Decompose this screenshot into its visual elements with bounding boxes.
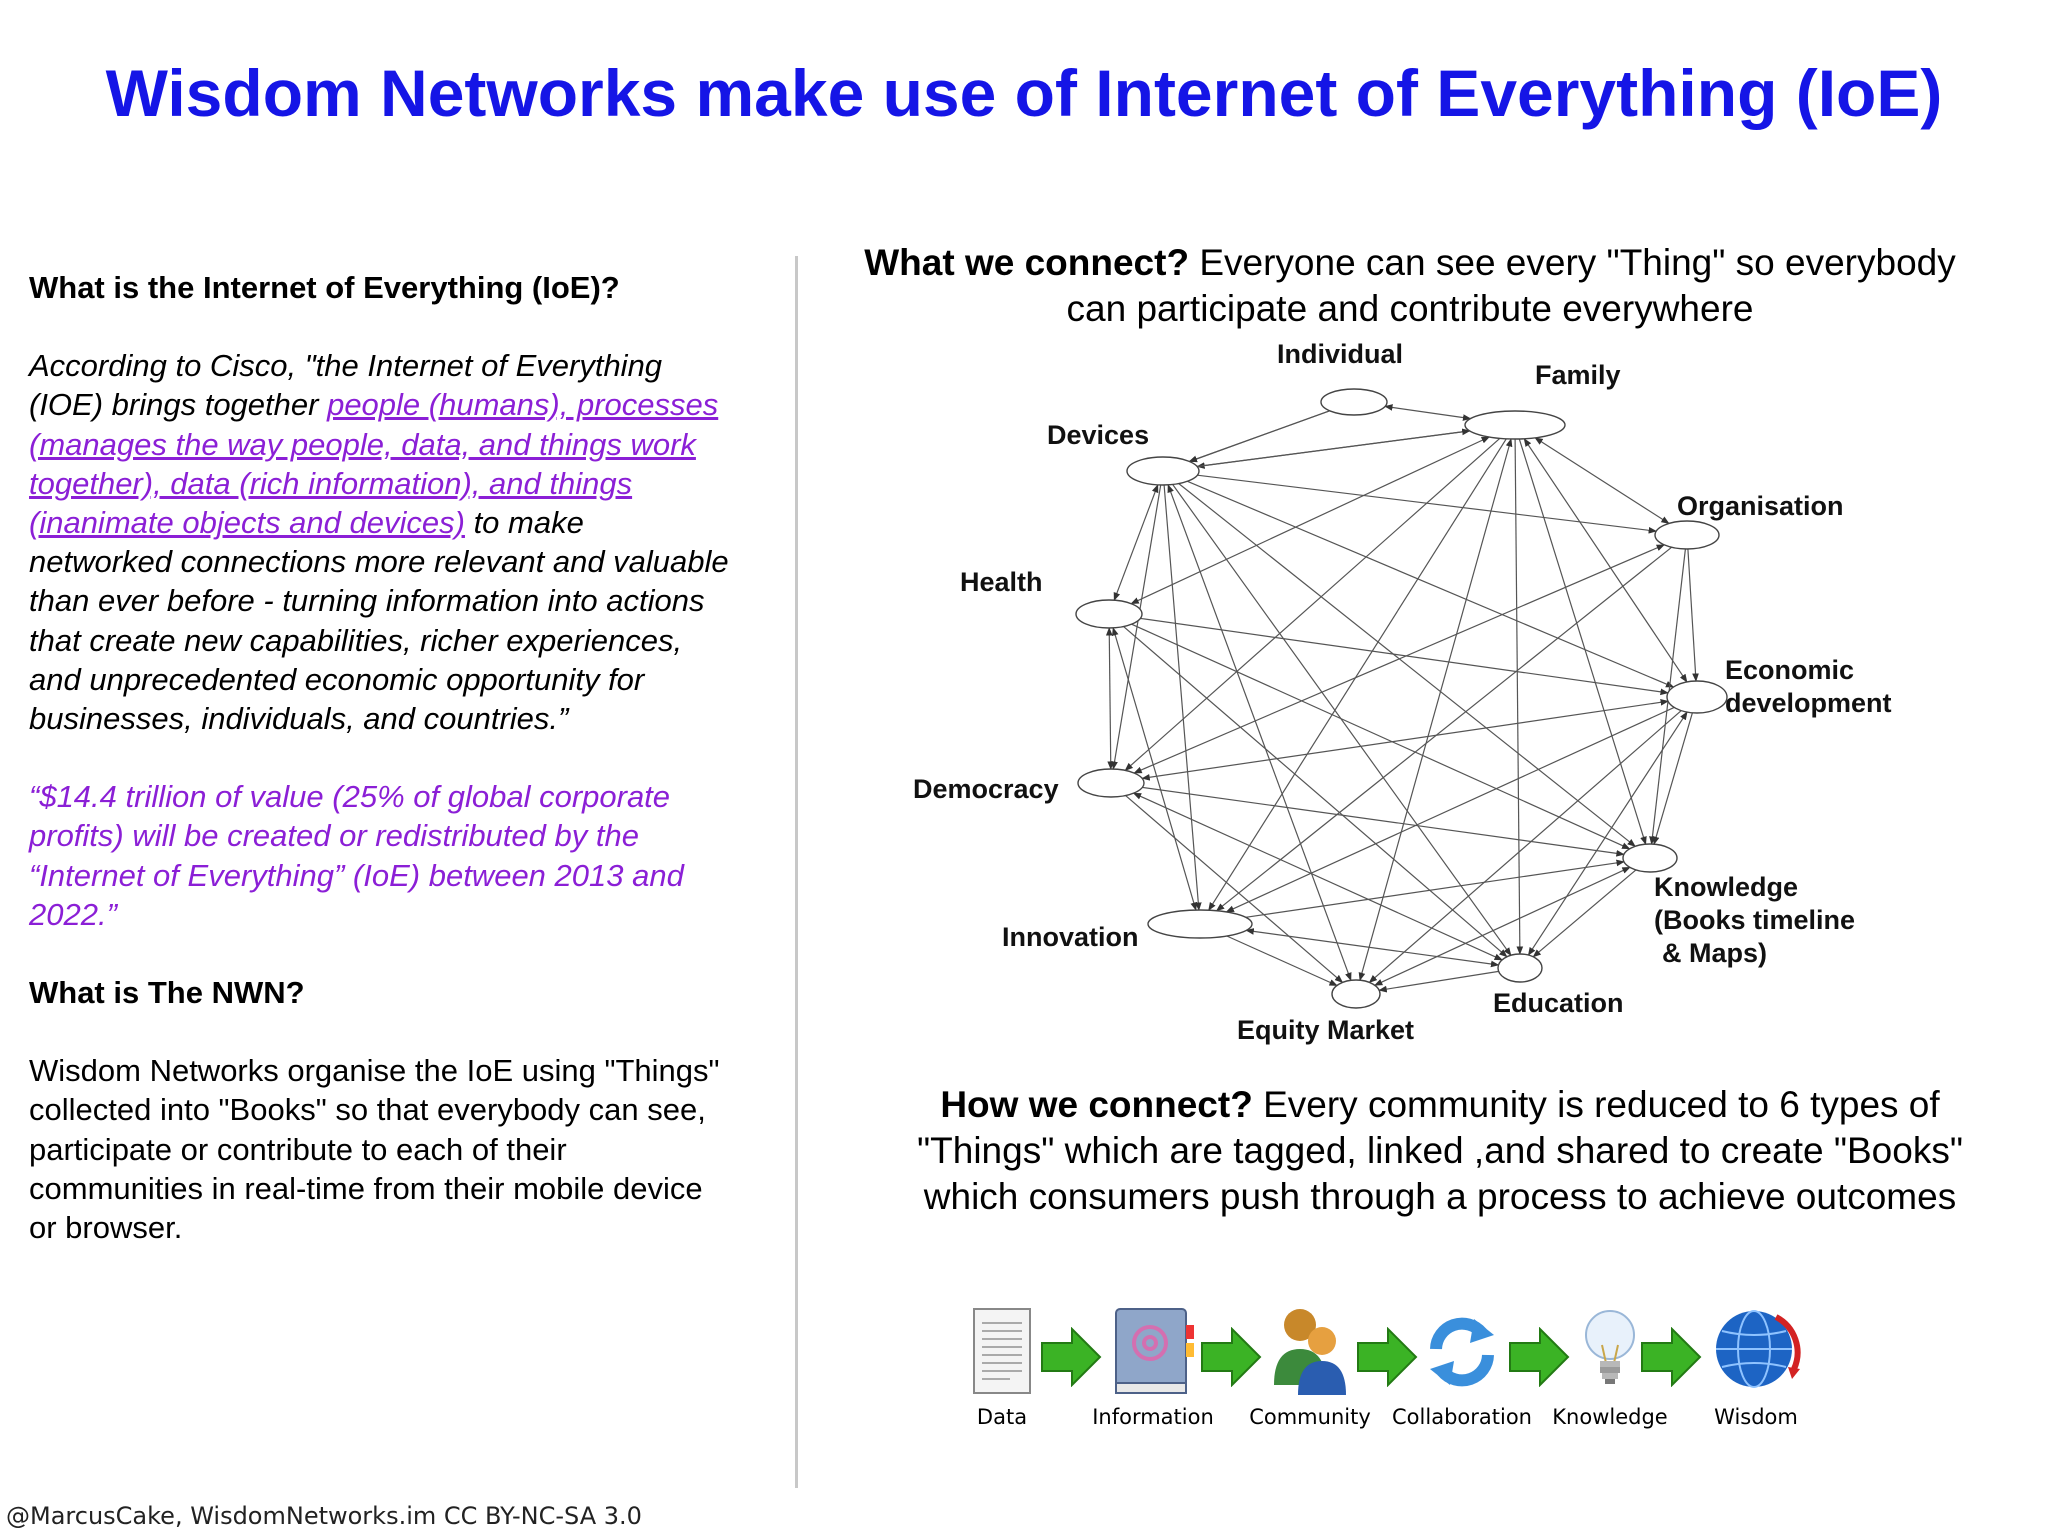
label-innovation: Innovation — [1002, 922, 1139, 952]
edge-economic-knowledge — [1652, 712, 1693, 846]
attribution-footer: @MarcusCake, WisdomNetworks.im CC BY-NC-… — [6, 1502, 642, 1530]
label-knowledge-2: (Books timeline — [1654, 905, 1855, 935]
what-we-connect: What we connect? Everyone can see every … — [860, 240, 1960, 332]
arrow-icon — [1357, 1327, 1418, 1387]
what-connect-bold: What we connect? — [864, 242, 1190, 283]
label-health: Health — [960, 567, 1043, 597]
edge-democracy-economic — [1141, 698, 1669, 781]
node-democracy — [1077, 768, 1145, 798]
step-community: Community — [1249, 1305, 1371, 1429]
edge-economic-innovation — [1225, 706, 1675, 913]
cycle-icon — [1430, 1317, 1494, 1387]
node-education — [1497, 953, 1543, 983]
edge-devices-knowledge — [1178, 483, 1636, 847]
edge-education-equity — [1378, 970, 1499, 993]
step-collaboration: Collaboration — [1392, 1305, 1532, 1429]
node-economic — [1666, 680, 1728, 714]
label-economic-2: development — [1725, 688, 1892, 718]
label-democracy: Democracy — [913, 774, 1059, 804]
step-knowledge: Knowledge — [1552, 1305, 1668, 1429]
edge-democracy-equity — [1125, 795, 1344, 983]
label-organisation: Organisation — [1677, 491, 1844, 521]
arrow-icon — [1641, 1327, 1702, 1387]
label-knowledge-3: & Maps) — [1662, 938, 1767, 968]
edge-innovation-equity — [1226, 935, 1338, 987]
label-economic-1: Economic — [1725, 655, 1854, 685]
people-icon — [1274, 1309, 1346, 1395]
quote-rest: to make networked connections more relev… — [29, 505, 729, 737]
edge-devices-economic — [1187, 480, 1675, 688]
step-label-knowledge: Knowledge — [1552, 1405, 1668, 1429]
what-connect-text: Everyone can see every "Thing" so everyb… — [1066, 242, 1956, 329]
nwn-heading: What is The NWN? — [29, 975, 305, 1011]
network-nodes — [1075, 388, 1728, 1009]
edge-health-economic — [1140, 617, 1669, 696]
node-innovation — [1147, 909, 1253, 939]
how-connect-text: Every community is reduced to 6 types of… — [917, 1084, 1963, 1217]
left-column: What is the Internet of Everything (IoE)… — [29, 268, 729, 1247]
edge-knowledge-equity — [1374, 866, 1631, 986]
edge-organisation-democracy — [1133, 544, 1665, 774]
process-flow: Data Information Community — [960, 1305, 1840, 1435]
network-edges — [1105, 404, 1699, 993]
book-icon — [1115, 1308, 1194, 1394]
label-knowledge-1: Knowledge — [1654, 872, 1798, 902]
node-individual — [1320, 388, 1388, 416]
community-network-diagram: Individual Family Devices Organisation H… — [913, 340, 1892, 1045]
globe-icon — [1716, 1310, 1801, 1388]
step-information: Information — [1092, 1305, 1214, 1429]
label-family: Family — [1535, 360, 1621, 390]
column-divider — [795, 256, 798, 1488]
nwn-description: Wisdom Networks organise the IoE using "… — [29, 1053, 720, 1246]
step-wisdom: Wisdom — [1710, 1305, 1802, 1429]
quote-link[interactable]: people (humans), processes (manages the … — [29, 387, 719, 541]
node-devices — [1126, 456, 1200, 486]
edge-health-knowledge — [1131, 623, 1631, 850]
node-family — [1464, 410, 1566, 440]
edge-family-knowledge — [1518, 438, 1647, 846]
arrow-icon — [1041, 1327, 1102, 1387]
edge-organisation-economic — [1687, 548, 1699, 682]
edge-organisation-innovation — [1215, 546, 1672, 912]
how-connect-bold: How we connect? — [940, 1084, 1253, 1125]
value-stat: “$14.4 trillion of value (25% of global … — [29, 779, 684, 932]
lightbulb-icon — [1585, 1310, 1635, 1384]
edge-individual-devices — [1188, 410, 1330, 463]
edge-knowledge-education — [1532, 869, 1637, 958]
edge-family-equity — [1358, 438, 1513, 982]
step-label-information: Information — [1092, 1405, 1214, 1429]
label-individual: Individual — [1277, 340, 1403, 369]
step-label-wisdom: Wisdom — [1714, 1405, 1798, 1429]
how-we-connect: How we connect? Every community is reduc… — [870, 1082, 2010, 1220]
arrow-icon — [1201, 1327, 1262, 1387]
edge-health-innovation — [1112, 627, 1197, 911]
page-title: Wisdom Networks make use of Internet of … — [105, 56, 1943, 130]
label-equity-market: Equity Market — [1237, 1015, 1414, 1045]
node-health — [1075, 599, 1143, 629]
edge-democracy-knowledge — [1142, 786, 1625, 857]
node-organisation — [1654, 520, 1720, 550]
edge-family-individual — [1384, 404, 1472, 421]
step-label-data: Data — [976, 1405, 1028, 1429]
edge-devices-family — [1197, 428, 1471, 468]
edge-family-democracy — [1124, 437, 1501, 771]
document-icon — [973, 1308, 1031, 1394]
quote-intro: According to Cisco, "the Internet of Eve… — [29, 348, 663, 423]
edge-family-organisation — [1534, 437, 1670, 524]
arrow-icon — [1509, 1327, 1570, 1387]
cisco-quote: According to Cisco, "the Internet of Eve… — [29, 346, 729, 738]
label-devices: Devices — [1047, 420, 1149, 450]
step-label-collaboration: Collaboration — [1392, 1405, 1532, 1429]
node-knowledge — [1622, 843, 1678, 873]
node-equity — [1331, 979, 1381, 1009]
edge-health-democracy — [1105, 627, 1115, 770]
step-label-community: Community — [1249, 1405, 1371, 1429]
edge-devices-innovation — [1163, 484, 1202, 911]
edge-devices-education — [1172, 484, 1512, 956]
ioe-heading: What is the Internet of Everything (IoE)… — [29, 270, 620, 305]
step-data: Data — [970, 1305, 1034, 1429]
label-education: Education — [1493, 988, 1624, 1018]
